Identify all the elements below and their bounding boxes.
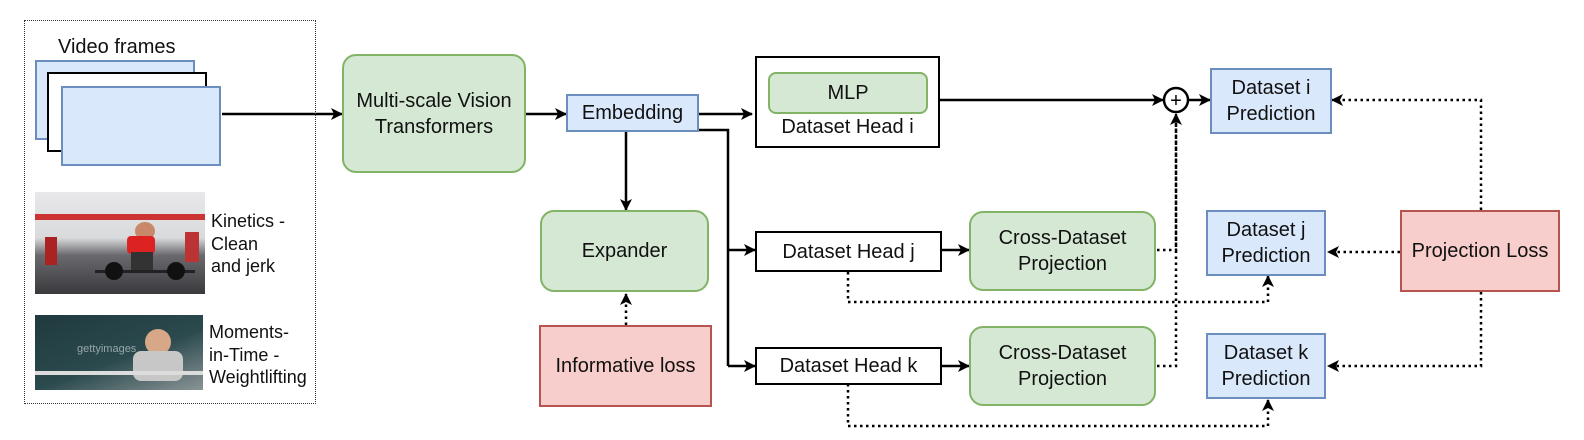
kinetics-caption: Kinetics - Clean and jerk: [211, 211, 286, 276]
wire-embedding-branch: [699, 128, 730, 366]
dataset-k-prediction: Dataset k Prediction: [1206, 333, 1326, 399]
input-panel: [24, 20, 316, 404]
getty-watermark: gettyimages: [77, 343, 137, 355]
moments-example-image: gettyimages: [35, 315, 203, 390]
mlp-block: MLP: [768, 72, 928, 114]
dataset-head-j-block: Dataset Head j: [755, 231, 942, 272]
projection-loss-block: Projection Loss: [1400, 210, 1560, 292]
arrow-proj-j-to-sum: [1157, 113, 1182, 252]
dataset-head-i-label: Dataset Head i: [781, 116, 914, 138]
cross-dataset-projection-j: Cross-Dataset Projection: [969, 211, 1156, 291]
cross-dataset-projection-k: Cross-Dataset Projection: [969, 326, 1156, 406]
dataset-head-k-block: Dataset Head k: [755, 347, 942, 385]
sum-node: [1162, 86, 1190, 114]
kinetics-example-image: [35, 192, 205, 294]
arrow-head-j-to-pred-j: [846, 272, 1274, 304]
expander-block: Expander: [540, 210, 709, 292]
arrow-loss-to-pred-k: [1327, 292, 1483, 372]
video-frame-front: [61, 86, 221, 166]
arrow-head-k-to-pred-k: [846, 384, 1274, 428]
video-frames-label: Video frames: [58, 36, 176, 58]
sum-symbol: +: [1170, 90, 1182, 112]
informative-loss-block: Informative loss: [539, 325, 712, 407]
embedding-block: Embedding: [566, 94, 699, 132]
arrow-proj-k-to-sum: [1157, 114, 1178, 368]
moments-caption: Moments- in-Time - Weightlifting: [209, 322, 307, 387]
dataset-j-prediction: Dataset j Prediction: [1206, 210, 1326, 276]
arrow-loss-to-pred-i: [1331, 94, 1483, 210]
dataset-i-prediction: Dataset i Prediction: [1210, 68, 1332, 134]
mvit-block: Multi-scale Vision Transformers: [342, 54, 526, 173]
